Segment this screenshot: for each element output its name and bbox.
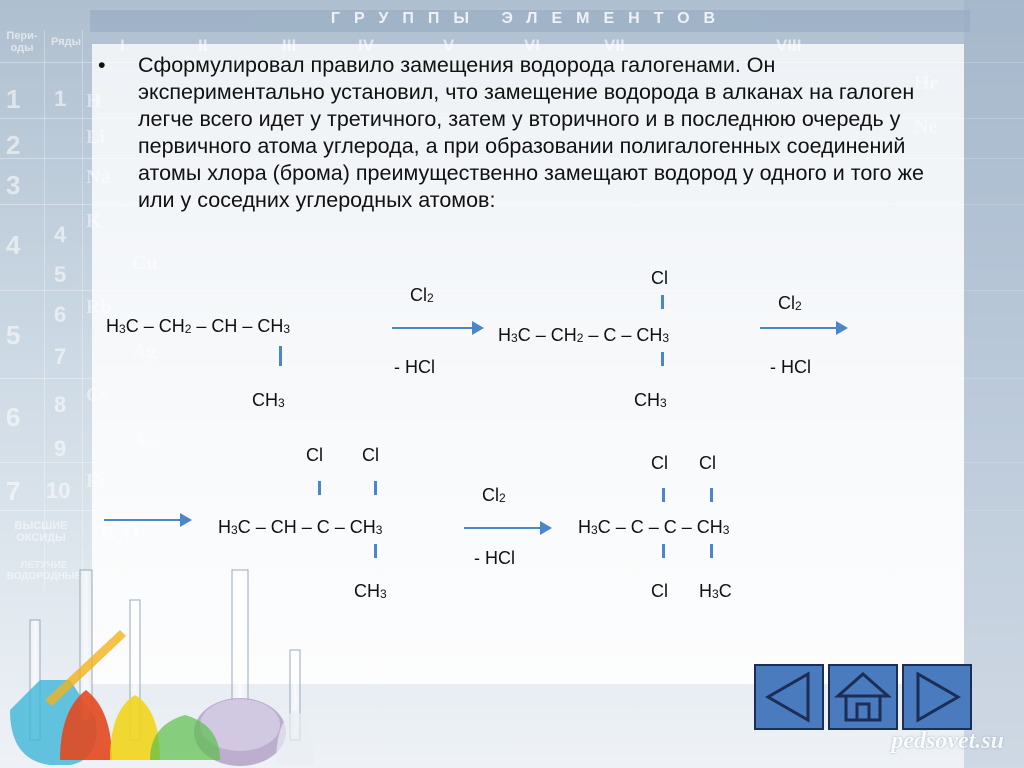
grid-line (44, 30, 45, 590)
bond-line (661, 295, 664, 309)
previous-slide-button[interactable] (754, 664, 824, 730)
product-3-chlorine-2: Cl (362, 445, 379, 465)
reaction-arrow (392, 321, 484, 335)
row-header: Ряды (51, 36, 81, 48)
grid-line (82, 30, 83, 590)
bond-line (710, 544, 713, 558)
product-4-chlorine-3: Cl (651, 581, 668, 601)
bond-line (374, 544, 377, 558)
period-number: 5 (6, 320, 21, 350)
row-number: 7 (54, 344, 67, 369)
product-4-methyl: H3C (699, 581, 732, 601)
home-button[interactable] (828, 664, 898, 730)
product-3-chain: H3C – CH – C – CH3 (218, 517, 383, 537)
reaction-arrow (760, 321, 848, 335)
product-2-chain: H3C – CH2 – C – CH3 (498, 325, 670, 345)
bond-line (318, 481, 321, 495)
row-number: 10 (46, 478, 71, 503)
row-number: 1 (54, 86, 67, 111)
next-slide-button[interactable] (902, 664, 972, 730)
bond-line (279, 346, 282, 366)
product-4-chain: H3C – C – C – CH3 (578, 517, 730, 537)
arrow-3-reagent: Cl2 (482, 485, 506, 505)
period-number: 3 (6, 170, 21, 200)
arrow-1-reagent: Cl2 (410, 285, 434, 305)
arrow-2-reagent: Cl2 (778, 293, 802, 313)
arrow-2-byproduct: - HCl (770, 357, 811, 377)
row-number: 9 (54, 436, 67, 461)
product-4-chlorine-1: Cl (651, 453, 668, 473)
site-watermark: pedsovet.su (891, 728, 1004, 754)
reaction-arrow (104, 513, 192, 527)
period-number: 2 (6, 130, 21, 160)
bond-line (374, 481, 377, 495)
right-strip (964, 0, 1024, 768)
product-2-chlorine: Cl (651, 268, 668, 288)
bond-line (661, 352, 664, 366)
triangle-right-icon (916, 671, 962, 723)
bond-line (662, 544, 665, 558)
bullet-paragraph: • Сформулировал правило замещения водоро… (98, 52, 940, 214)
bond-line (662, 488, 665, 502)
groups-banner: ГРУППЫ ЭЛЕМЕНТОВ (90, 10, 970, 32)
bullet-body: Сформулировал правило замещения водорода… (138, 53, 924, 212)
arrow-1-byproduct: - HCl (394, 357, 435, 377)
product-2-methyl: CH3 (634, 390, 667, 410)
period-number: 7 (6, 476, 21, 506)
home-icon (834, 672, 892, 722)
slide-navigation (754, 664, 972, 734)
oxides-label: ВЫСШИЕ ОКСИДЫ (14, 520, 68, 544)
row-number: 6 (54, 302, 67, 327)
lab-flasks-illustration (10, 569, 314, 766)
row-number: 8 (54, 392, 67, 417)
reactant-1-chain: H3C – CH2 – CH – CH3 (106, 316, 291, 336)
bullet-marker: • (98, 53, 106, 77)
product-3-methyl: CH3 (354, 581, 387, 601)
period-number: 4 (6, 230, 21, 260)
row-number: 4 (54, 222, 67, 247)
period-number: 6 (6, 402, 21, 432)
triangle-left-icon (764, 671, 810, 723)
reactant-1-methyl: CH3 (252, 390, 285, 410)
product-4-chlorine-2: Cl (699, 453, 716, 473)
product-3-chlorine-1: Cl (306, 445, 323, 465)
row-number: 5 (54, 262, 67, 287)
period-number: 1 (6, 84, 21, 114)
bond-line (710, 488, 713, 502)
period-header: Пери-оды (6, 30, 38, 54)
reaction-arrow (464, 521, 552, 535)
arrow-3-byproduct: - HCl (474, 548, 515, 568)
